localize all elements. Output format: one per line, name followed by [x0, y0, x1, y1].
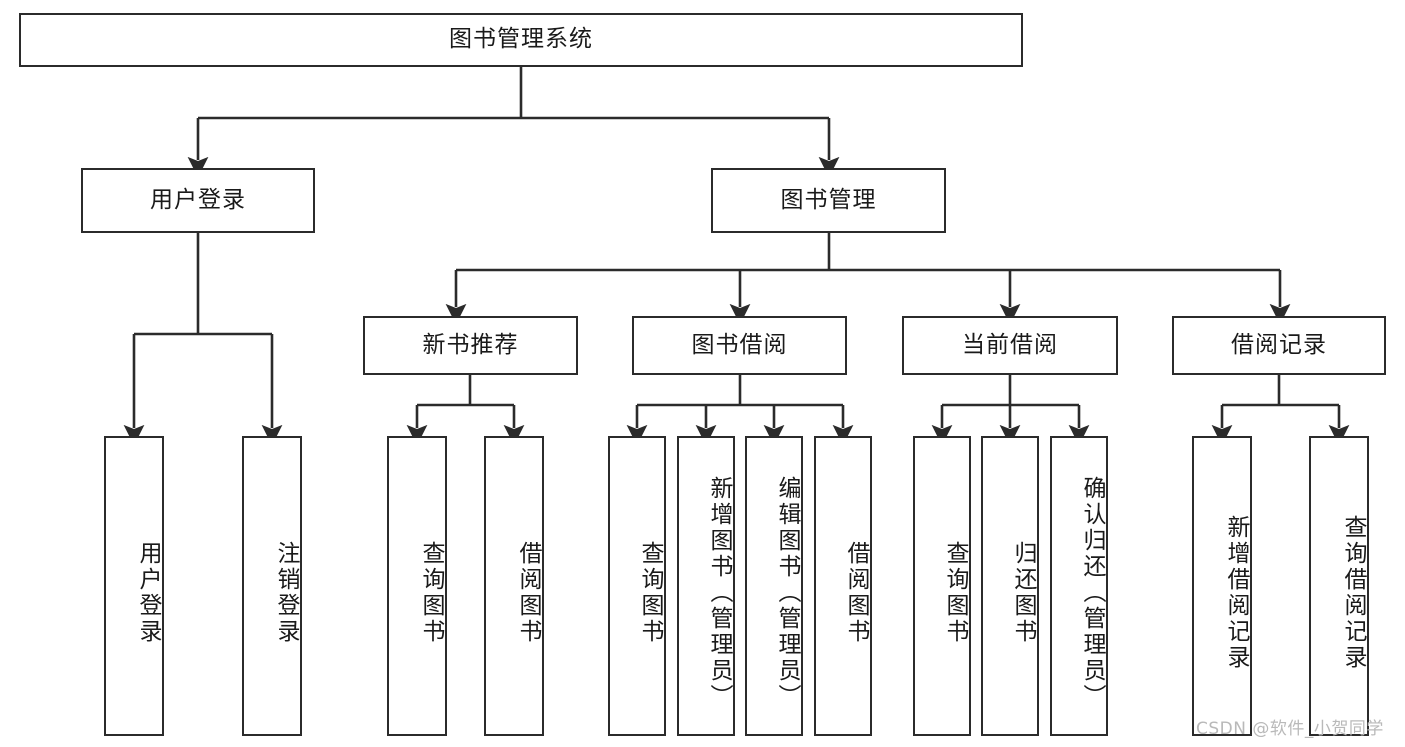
leaf-borrow-record-add[interactable]: 新增借阅记录 [1192, 436, 1252, 736]
leaf-current-borrow-query[interactable]: 查询图书 [913, 436, 971, 736]
node-label: 编辑图书（管理员） [774, 476, 800, 710]
leaf-book-borrow-borrow[interactable]: 借阅图书 [814, 436, 872, 736]
node-new-book-recommend[interactable]: 新书推荐 [363, 316, 578, 375]
node-label: 确认归还（管理员） [1079, 476, 1105, 710]
node-label: 借阅记录 [1231, 331, 1327, 358]
node-book-management[interactable]: 图书管理 [711, 168, 946, 233]
node-label: 图书管理 [780, 186, 877, 213]
node-label: 图书管理系统 [449, 26, 593, 53]
leaf-new-book-query[interactable]: 查询图书 [387, 436, 447, 736]
node-label: 图书借阅 [691, 331, 788, 358]
node-label: 借阅图书 [515, 541, 541, 645]
node-borrow-record[interactable]: 借阅记录 [1172, 316, 1386, 375]
leaf-book-borrow-edit[interactable]: 编辑图书（管理员） [745, 436, 803, 736]
leaf-book-borrow-add[interactable]: 新增图书（管理员） [677, 436, 735, 736]
leaf-new-book-borrow[interactable]: 借阅图书 [484, 436, 544, 736]
node-user-login[interactable]: 用户登录 [81, 168, 315, 233]
node-label: 查询图书 [942, 541, 968, 645]
node-root-system[interactable]: 图书管理系统 [19, 13, 1023, 67]
leaf-current-borrow-confirm[interactable]: 确认归还（管理员） [1050, 436, 1108, 736]
node-label: 查询借阅记录 [1340, 515, 1366, 671]
node-label: 查询图书 [637, 541, 663, 645]
node-label: 用户登录 [150, 186, 246, 213]
node-label: 新书推荐 [422, 331, 519, 358]
leaf-user-login-logout[interactable]: 注销登录 [242, 436, 302, 736]
leaf-user-login-login[interactable]: 用户登录 [104, 436, 164, 736]
node-label: 借阅图书 [843, 541, 869, 645]
leaf-current-borrow-return[interactable]: 归还图书 [981, 436, 1039, 736]
node-label: 查询图书 [418, 541, 444, 645]
node-label: 用户登录 [135, 541, 161, 645]
node-label: 新增借阅记录 [1223, 515, 1249, 671]
node-label: 当前借阅 [962, 331, 1058, 358]
node-current-borrow[interactable]: 当前借阅 [902, 316, 1118, 375]
node-book-borrow[interactable]: 图书借阅 [632, 316, 847, 375]
node-label: 新增图书（管理员） [706, 476, 732, 710]
node-label: 注销登录 [273, 541, 299, 645]
node-label: 归还图书 [1010, 541, 1036, 645]
leaf-book-borrow-query[interactable]: 查询图书 [608, 436, 666, 736]
leaf-borrow-record-query[interactable]: 查询借阅记录 [1309, 436, 1369, 736]
